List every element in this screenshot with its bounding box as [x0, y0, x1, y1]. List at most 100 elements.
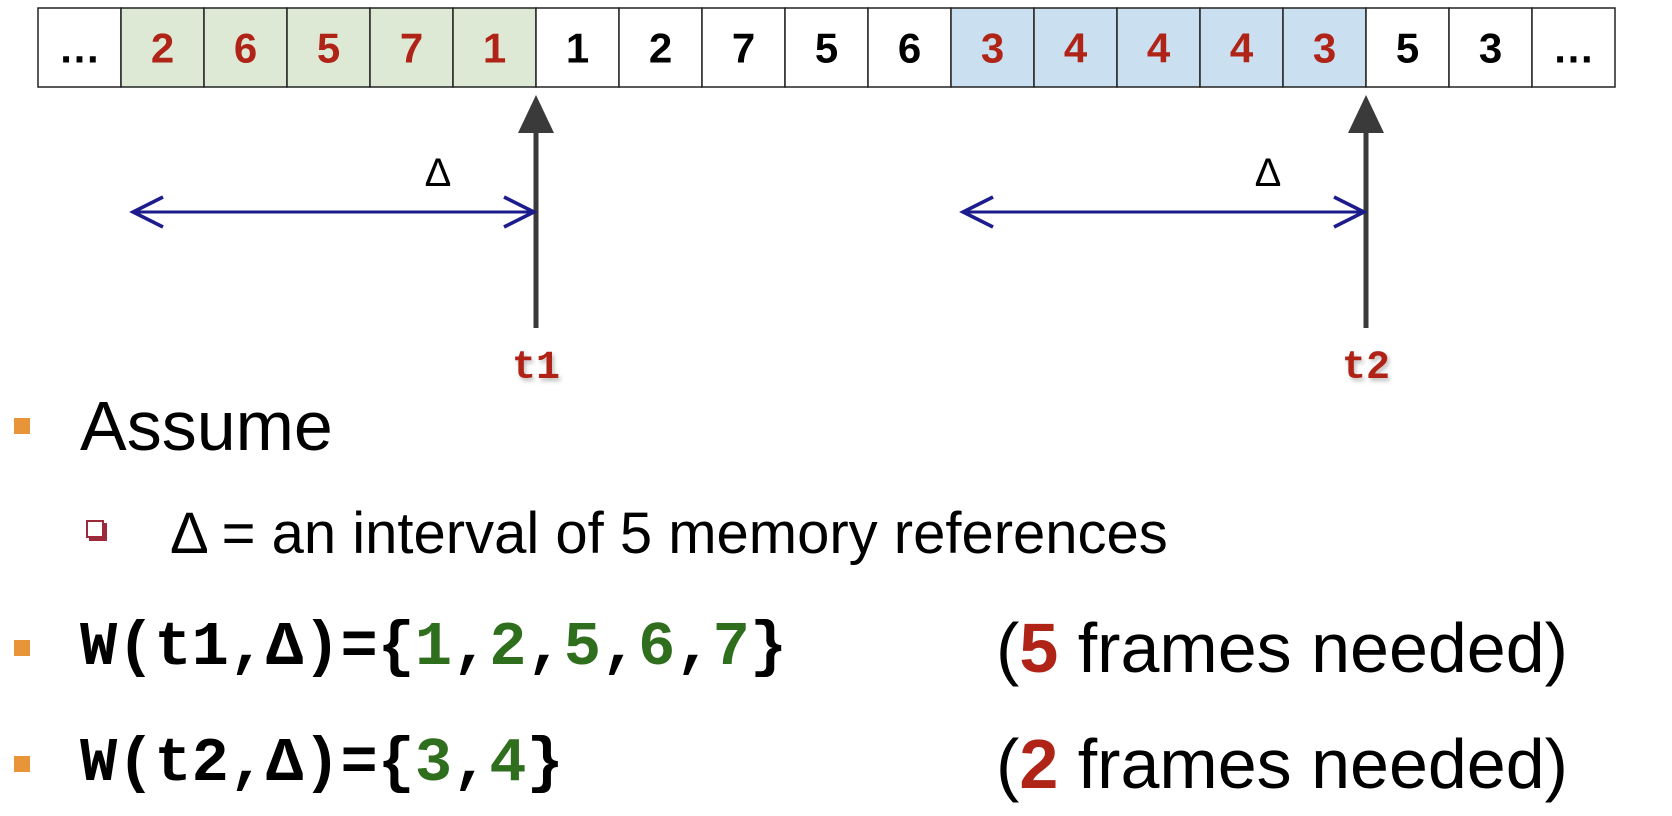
- reference-cell: 4: [1116, 7, 1201, 88]
- cell-value: 3: [981, 25, 1004, 72]
- reference-cell: 6: [203, 7, 288, 88]
- marker-t1: Δt1: [129, 95, 560, 391]
- cell-value: 4: [1064, 25, 1088, 72]
- reference-cell: 7: [369, 7, 454, 88]
- frames-needed-t1: (5 frames needed): [996, 608, 1568, 688]
- reference-cell: 3: [950, 7, 1035, 88]
- reference-cell: 5: [784, 7, 869, 88]
- delta-definition-text: Δ = an interval of 5 memory references: [170, 501, 1168, 566]
- cell-value: 2: [151, 25, 174, 72]
- cell-box: [1365, 7, 1450, 88]
- bullet-square-icon: [14, 418, 30, 434]
- arrow-left-icon: [959, 195, 994, 229]
- reference-cell: 3: [1448, 7, 1533, 88]
- working-set-t1-items: 1,2,5,6,7: [415, 612, 750, 683]
- cell-value: 5: [815, 25, 838, 72]
- bullet-square-icon: [14, 756, 30, 772]
- delta-label: Δ: [425, 151, 452, 195]
- reference-cell: 4: [1199, 7, 1284, 88]
- frames-count-t1: 5: [1019, 609, 1059, 687]
- cell-box: [950, 7, 1035, 88]
- cell-value: 5: [317, 25, 340, 72]
- cell-value: 6: [898, 25, 921, 72]
- comma-separator: ,: [452, 728, 490, 799]
- cell-value: 1: [566, 25, 589, 72]
- reference-cell: …: [1531, 7, 1616, 88]
- sub-bullet-square-icon: [86, 520, 104, 538]
- delta-definition: Δ = an interval of 5 memory references: [170, 500, 1168, 567]
- working-set-page: 3: [414, 728, 453, 799]
- reference-cell: 4: [1033, 7, 1118, 88]
- delta-label: Δ: [1255, 151, 1282, 195]
- cell-value: …: [1553, 25, 1595, 72]
- cell-box: [1033, 7, 1118, 88]
- cell-value: 4: [1147, 25, 1171, 72]
- reference-cell: 2: [120, 7, 205, 88]
- cell-box: [1448, 7, 1533, 88]
- arrow-right-icon: [1333, 195, 1368, 229]
- cell-box: [452, 7, 537, 88]
- cell-value: 7: [732, 25, 755, 72]
- marker-t2: Δt2: [959, 95, 1390, 391]
- comma-separator: ,: [526, 612, 564, 683]
- arrow-left-icon: [129, 195, 164, 229]
- cell-box: [1282, 7, 1367, 88]
- working-set-page: 4: [489, 728, 527, 799]
- cell-box: [37, 7, 122, 88]
- reference-cell: 2: [618, 7, 703, 88]
- cell-value: 5: [1396, 25, 1419, 72]
- arrow-right-icon: [503, 195, 538, 229]
- assume-text: Assume: [80, 387, 333, 465]
- reference-cell: 5: [1365, 7, 1450, 88]
- working-set-t2: W(t2,Δ)={3,4}: [80, 728, 564, 799]
- cell-box: [1531, 7, 1616, 88]
- cell-box: [535, 7, 620, 88]
- working-set-page: 1: [414, 612, 453, 683]
- cell-box: [784, 7, 869, 88]
- frames-paren-open: (: [996, 725, 1020, 803]
- reference-cell: 5: [286, 7, 371, 88]
- cell-box: [120, 7, 205, 88]
- working-set-t1-suffix: }: [749, 612, 788, 683]
- cell-value: 6: [234, 25, 257, 72]
- bullet-square-icon: [14, 640, 30, 656]
- reference-cell: 3: [1282, 7, 1367, 88]
- cell-value: 4: [1230, 25, 1254, 72]
- frames-count-t2: 2: [1019, 725, 1059, 803]
- comma-separator: ,: [600, 612, 639, 683]
- working-set-t2-prefix: W(t2,Δ)={: [80, 728, 415, 799]
- cell-value: …: [59, 25, 101, 72]
- cell-value: 3: [1479, 25, 1502, 72]
- pointer-arrowhead-icon: [1348, 95, 1384, 133]
- time-label: t2: [1342, 346, 1390, 391]
- cell-box: [1116, 7, 1201, 88]
- cell-box: [203, 7, 288, 88]
- cell-box: [701, 7, 786, 88]
- cell-value: 1: [483, 25, 506, 72]
- working-set-page: 6: [638, 612, 676, 683]
- working-set-page: 2: [489, 612, 527, 683]
- working-set-page: 7: [712, 612, 750, 683]
- reference-cell: 1: [535, 7, 620, 88]
- frames-paren-open: (: [996, 609, 1020, 687]
- working-set-t2-items: 3,4: [415, 728, 527, 799]
- working-set-t1: W(t1,Δ)={1,2,5,6,7}: [80, 612, 787, 683]
- cell-box: [618, 7, 703, 88]
- frames-note-t2: frames needed): [1058, 725, 1568, 803]
- working-set-t2-suffix: }: [526, 728, 564, 799]
- working-set-t1-prefix: W(t1,Δ)={: [80, 612, 415, 683]
- time-label: t1: [512, 346, 560, 391]
- cell-box: [369, 7, 454, 88]
- working-set-page: 5: [563, 612, 601, 683]
- reference-cell: 6: [867, 7, 952, 88]
- pointer-arrowhead-icon: [518, 95, 554, 133]
- reference-cell: 7: [701, 7, 786, 88]
- frames-needed-t2: (2 frames needed): [996, 724, 1568, 804]
- reference-cell: …: [37, 7, 122, 88]
- comma-separator: ,: [675, 612, 713, 683]
- comma-separator: ,: [452, 612, 490, 683]
- assume-heading: Assume: [80, 386, 333, 466]
- reference-cell: 1: [452, 7, 537, 88]
